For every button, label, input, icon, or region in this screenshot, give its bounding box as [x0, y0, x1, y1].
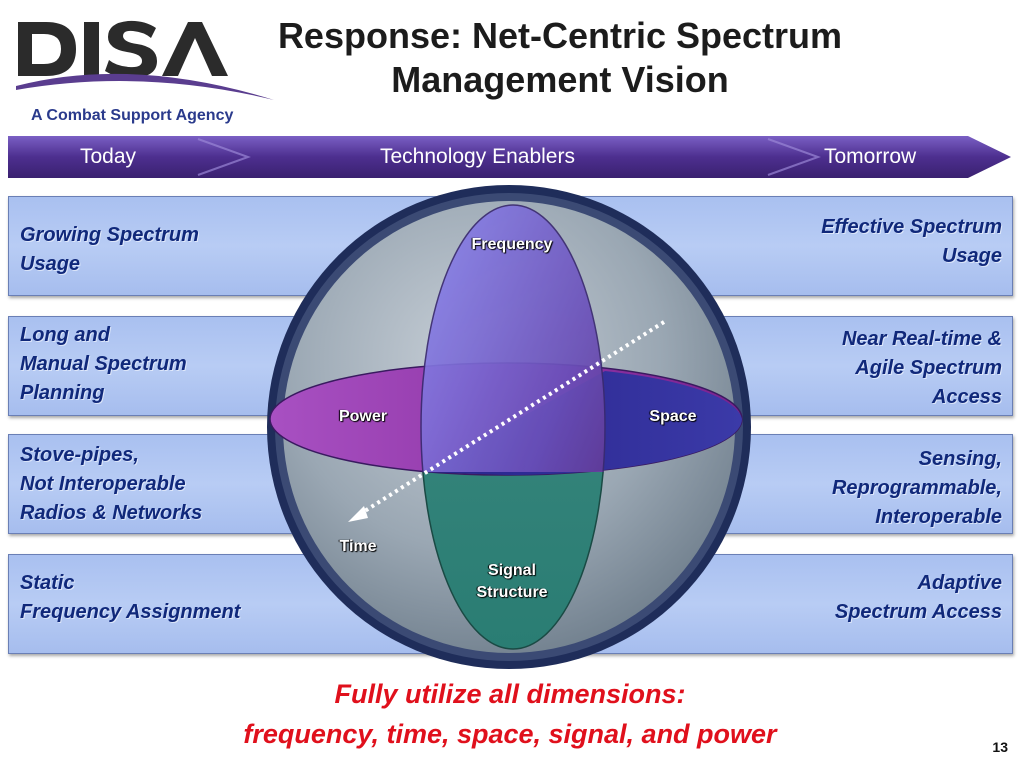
tomorrow-text: Adaptive Spectrum Access: [834, 572, 1002, 623]
today-text: Static Frequency Assignment: [20, 572, 241, 623]
timeline-arrow: [8, 136, 1011, 178]
timeline-banner: Today Technology Enablers Tomorrow: [8, 136, 1012, 178]
page-number: 13: [992, 739, 1008, 755]
label-space: Space: [649, 408, 697, 425]
page-title: Response: Net-Centric Spectrum Managemen…: [230, 14, 890, 102]
label-time: Time: [339, 538, 377, 555]
label-signal-structure: Signal Structure: [476, 562, 548, 601]
banner-today: Today: [80, 145, 137, 168]
banner-tomorrow: Tomorrow: [824, 145, 917, 168]
label-frequency: Frequency: [471, 236, 553, 253]
disa-logo: A Combat Support Agency: [12, 8, 282, 124]
today-text: Stove-pipes, Not Interoperable Radios & …: [20, 444, 203, 524]
tomorrow-text: Near Real-time & Agile Spectrum Access: [841, 328, 1002, 408]
disa-logo-mark: [16, 20, 274, 100]
spectrum-dimensions-sphere: Frequency Power Space Time Signal Struct…: [256, 182, 762, 672]
today-text: Long and Manual Spectrum Planning: [20, 324, 187, 404]
label-power: Power: [338, 408, 387, 425]
title-line-1: Response: Net-Centric Spectrum: [277, 15, 843, 56]
tagline: A Combat Support Agency: [31, 107, 234, 124]
tomorrow-text: Sensing, Reprogrammable, Interoperable: [831, 448, 1002, 528]
banner-technology-enablers: Technology Enablers: [380, 145, 575, 168]
today-text: Growing Spectrum Usage: [20, 224, 199, 275]
emphasis-line-2: frequency, time, space, signal, and powe…: [243, 719, 777, 749]
title-line-2: Management Vision: [391, 59, 729, 100]
emphasis-line-1: Fully utilize all dimensions:: [334, 679, 686, 709]
sphere-graphic: [267, 185, 751, 669]
tomorrow-text: Effective Spectrum Usage: [821, 216, 1002, 267]
